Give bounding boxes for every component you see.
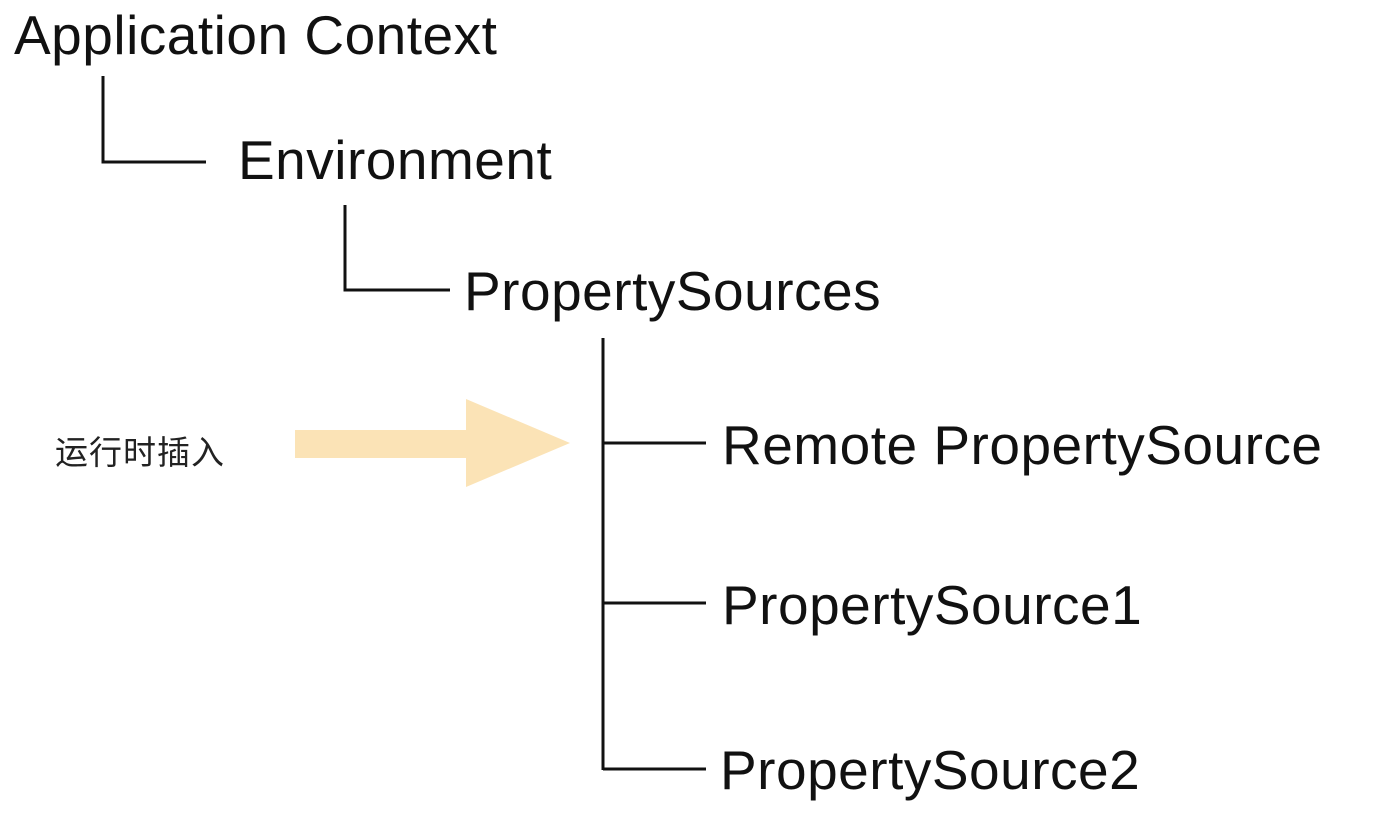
node-application-context: Application Context — [14, 4, 498, 66]
node-property-sources: PropertySources — [464, 260, 882, 322]
connector-root-to-environment — [101, 76, 206, 164]
runtime-insert-label: 运行时插入 — [55, 433, 225, 472]
node-property-source-2: PropertySource2 — [720, 739, 1141, 801]
insert-arrow-icon — [295, 399, 570, 487]
node-property-source-1: PropertySource1 — [722, 574, 1143, 636]
node-remote-property-source: Remote PropertySource — [722, 414, 1323, 476]
node-environment: Environment — [238, 129, 553, 191]
connector-environment-to-propertysources — [343, 205, 450, 292]
